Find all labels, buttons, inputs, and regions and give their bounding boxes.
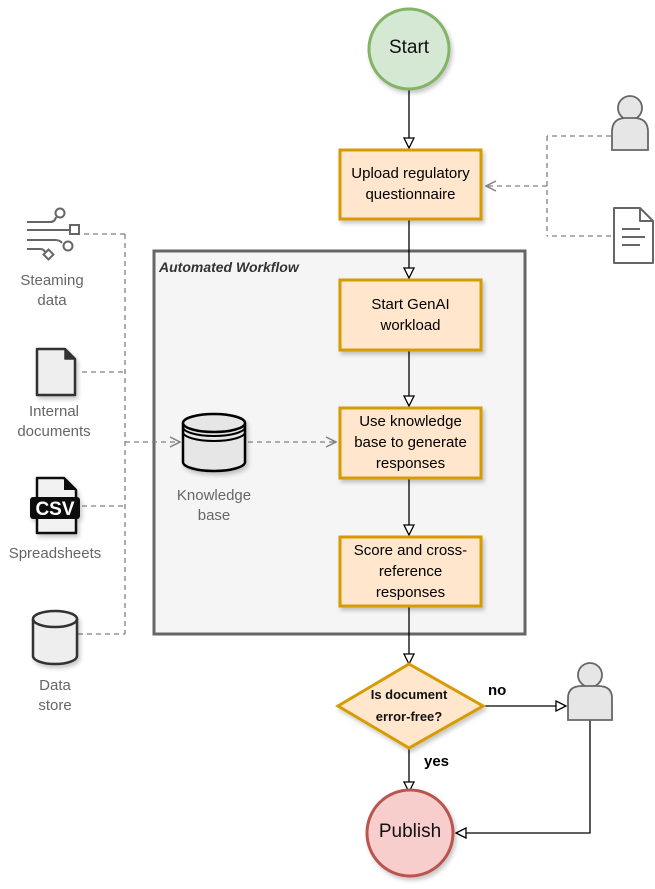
edge-reviewer-to-publish	[456, 720, 591, 833]
container-title: Automated Workflow	[159, 259, 299, 275]
start-label: Start	[388, 37, 430, 58]
process-genai-box[interactable]	[338, 278, 483, 352]
decision-diamond[interactable]	[335, 662, 487, 750]
document-icon	[35, 347, 77, 397]
publish-node[interactable]	[365, 788, 455, 878]
genai-label: Start GenAI workload	[371, 296, 450, 334]
kb-generate-label: Use knowledge base to generate responses	[354, 413, 467, 472]
database-icon	[181, 412, 247, 473]
reviewer-user-icon	[567, 662, 613, 721]
knowledge-base-label: Knowledge base	[176, 487, 252, 524]
process-score-box[interactable]	[338, 535, 483, 608]
upload-label: Upload regulatory questionnaire	[351, 165, 470, 203]
csv-badge-text: CSV	[35, 499, 74, 520]
process-upload-box[interactable]	[338, 148, 483, 221]
start-node[interactable]	[367, 7, 451, 91]
cylinder-database-icon	[31, 609, 79, 666]
decision-label: Is document error-free?	[370, 687, 448, 724]
edge-label-yes: yes	[424, 753, 450, 770]
text-document-icon	[613, 207, 654, 264]
internal-documents-label: Internal documents	[17, 403, 91, 440]
data-store-label: Data store	[38, 677, 72, 714]
spreadsheets-label: Spreadsheets	[8, 545, 102, 562]
score-label: Score and cross- reference responses	[353, 542, 468, 601]
process-kb-generate-box[interactable]	[338, 406, 483, 480]
streaming-data-label: Steaming data	[20, 272, 84, 309]
streaming-data-icon	[27, 207, 80, 261]
user-icon	[611, 95, 649, 151]
publish-label: Publish	[378, 821, 442, 842]
edge-label-no: no	[488, 682, 507, 699]
csv-file-icon: CSV	[30, 476, 80, 535]
